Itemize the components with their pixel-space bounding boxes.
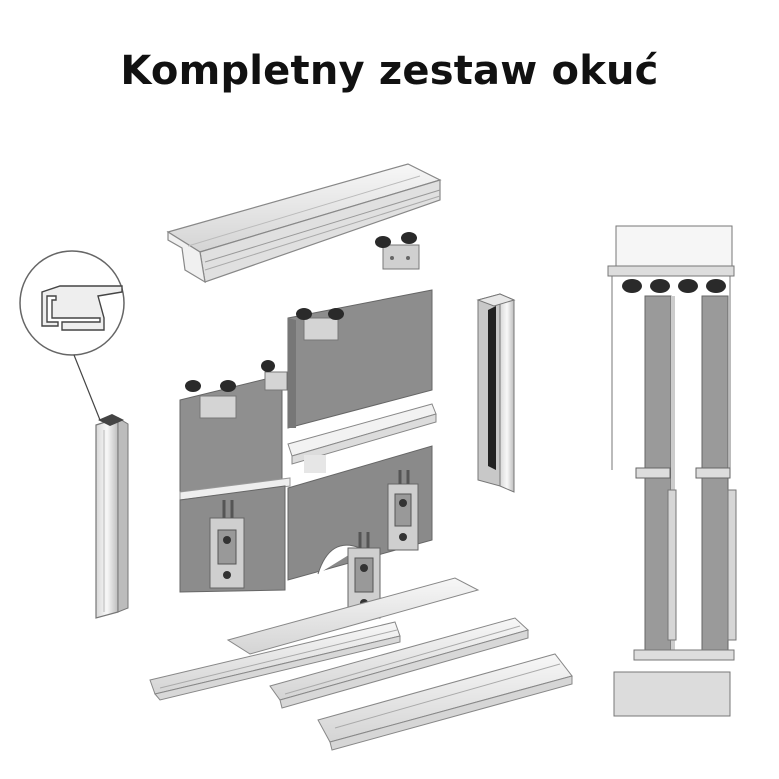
roller-bracket-top xyxy=(375,232,420,270)
door-panel-rear xyxy=(287,289,433,429)
door-panel-front-upper xyxy=(179,360,288,493)
profile-detail-magnifier xyxy=(19,250,125,421)
side-profile-left xyxy=(95,414,129,619)
top-rail xyxy=(166,163,442,284)
side-profile-right xyxy=(476,293,516,493)
bottom-bracket-right xyxy=(387,470,419,551)
bottom-bracket-left xyxy=(209,500,245,589)
bottom-rails xyxy=(149,577,573,751)
page-title: Kompletny zestaw okuć xyxy=(120,48,659,94)
cross-section-view xyxy=(607,225,737,717)
divider-profile xyxy=(179,403,437,501)
